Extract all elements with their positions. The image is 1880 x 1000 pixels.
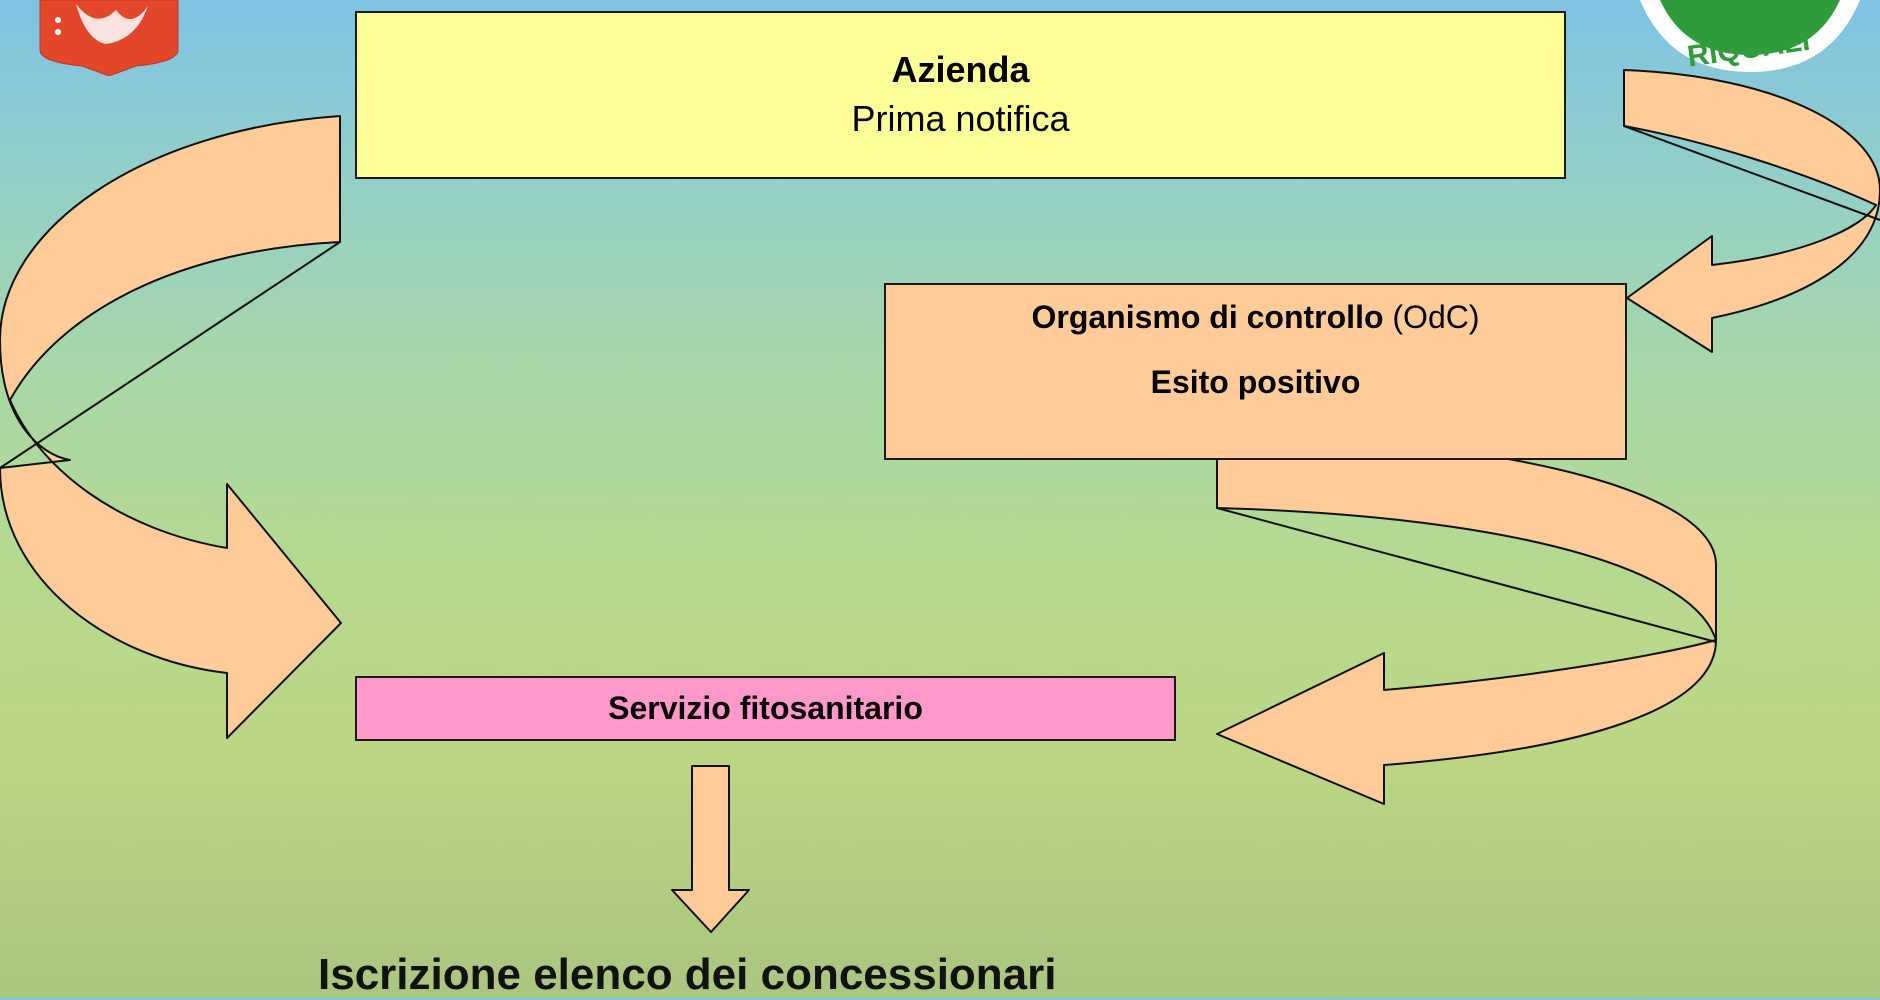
servizio-label: Servizio fitosanitario <box>608 690 923 726</box>
odc-title: Organismo di controllo (OdC) <box>1031 299 1479 336</box>
odc-title-bold: Organismo di controllo <box>1031 299 1384 335</box>
final-step-title: Iscrizione elenco dei concessionari <box>318 950 1057 999</box>
right-curved-arrow-lower <box>1216 433 1717 805</box>
down-arrow <box>671 765 750 933</box>
right-curved-arrow-upper <box>1623 69 1880 353</box>
right-logo-seal: RIQUALI <box>1640 0 1860 74</box>
azienda-subtitle: Prima notifica <box>851 98 1070 139</box>
left-emblem-logo <box>39 0 179 76</box>
servizio-box: Servizio fitosanitario <box>355 676 1176 741</box>
azienda-title: Azienda <box>891 49 1030 91</box>
odc-box: Organismo di controllo (OdC) Esito posit… <box>884 283 1627 460</box>
odc-title-suffix: (OdC) <box>1383 299 1480 335</box>
left-curved-arrow <box>0 115 342 739</box>
azienda-box: Azienda Prima notifica <box>355 11 1566 179</box>
odc-result: Esito positivo <box>1150 364 1361 400</box>
